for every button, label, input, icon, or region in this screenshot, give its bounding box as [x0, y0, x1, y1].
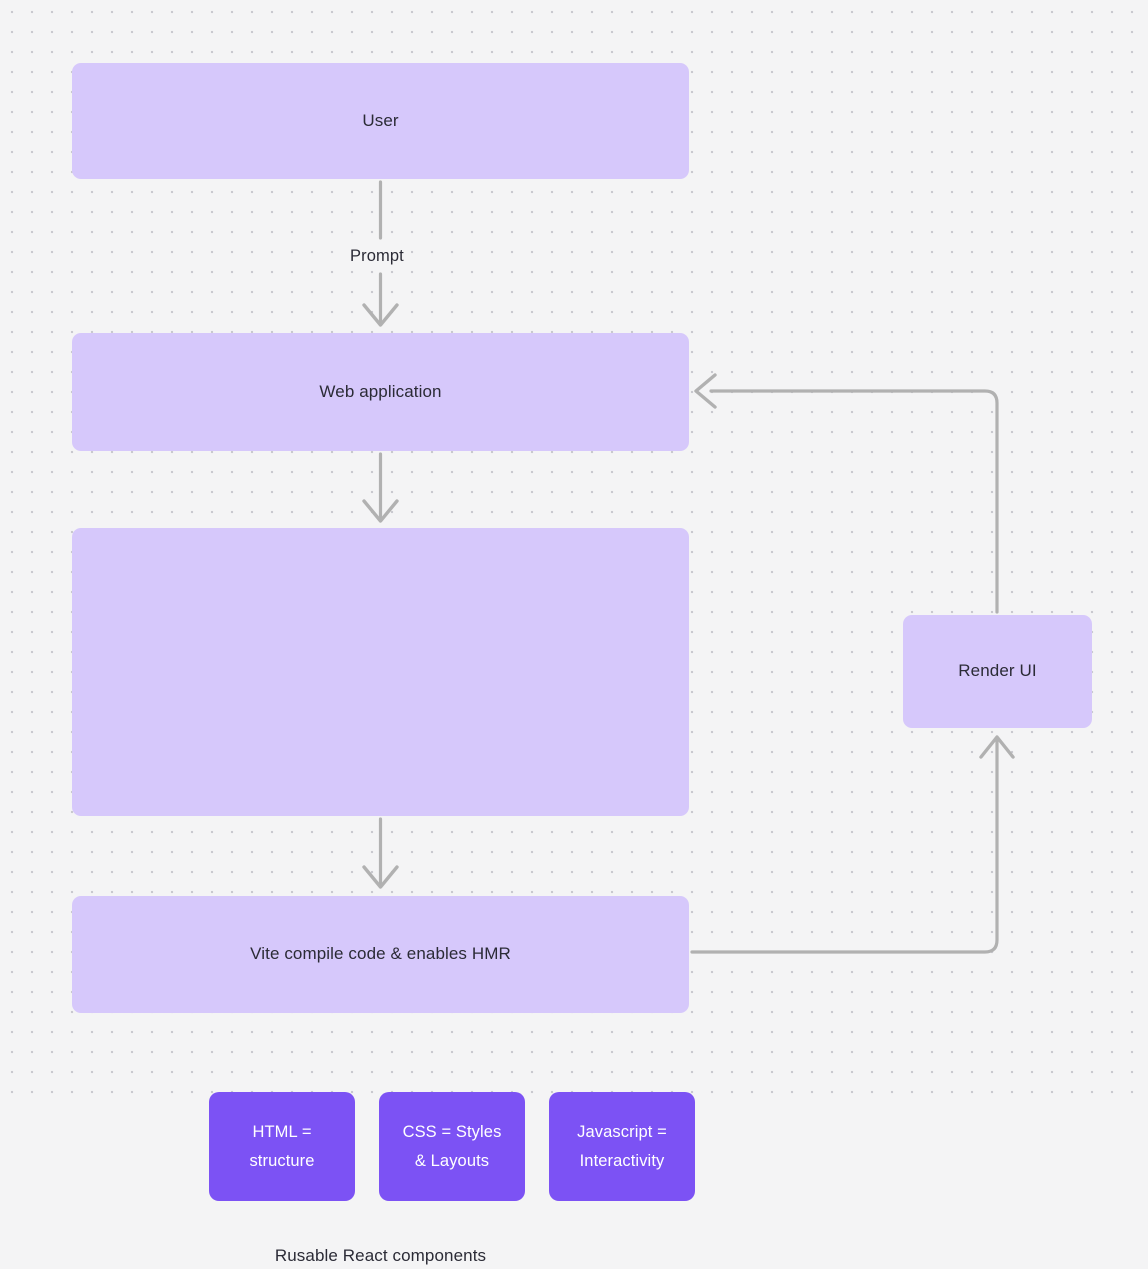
- node-html-label-line2: structure: [249, 1151, 315, 1170]
- node-web-application-label: Web application: [319, 381, 442, 401]
- node-css-label-line1: CSS = Styles: [402, 1122, 502, 1141]
- node-html[interactable]: HTML = structure: [209, 1092, 355, 1201]
- node-javascript-label-line1: Javascript =: [577, 1122, 667, 1141]
- node-render-ui[interactable]: Render UI: [903, 615, 1092, 728]
- node-html-label: HTML = structure: [249, 1118, 314, 1176]
- node-css-label: CSS = Styles & Layouts: [403, 1118, 502, 1176]
- edge-vite-to-render: [690, 735, 1015, 954]
- node-vite[interactable]: Vite compile code & enables HMR: [72, 896, 689, 1013]
- node-vite-label: Vite compile code & enables HMR: [250, 944, 511, 964]
- node-user[interactable]: User: [72, 63, 689, 179]
- node-css[interactable]: CSS = Styles & Layouts: [379, 1092, 525, 1201]
- node-css-label-line2: & Layouts: [414, 1151, 490, 1170]
- edge-components-to-vite: [362, 817, 399, 889]
- node-components-group[interactable]: HTML = structure CSS = Styles & Layouts …: [72, 528, 695, 1265]
- node-javascript-label-line2: Interactivity: [579, 1151, 665, 1170]
- node-components-group-label: Rusable React components: [274, 1246, 487, 1265]
- node-user-label: User: [362, 110, 399, 130]
- node-javascript[interactable]: Javascript = Interactivity: [549, 1092, 695, 1201]
- node-html-label-line1: HTML =: [252, 1122, 312, 1141]
- edge-render-to-webapp: [694, 373, 999, 614]
- node-javascript-label: Javascript = Interactivity: [577, 1118, 667, 1176]
- edge-label-prompt: Prompt: [343, 246, 411, 267]
- node-render-ui-label: Render UI: [958, 661, 1037, 681]
- node-web-application[interactable]: Web application: [72, 333, 689, 451]
- edge-webapp-to-components: [362, 452, 399, 523]
